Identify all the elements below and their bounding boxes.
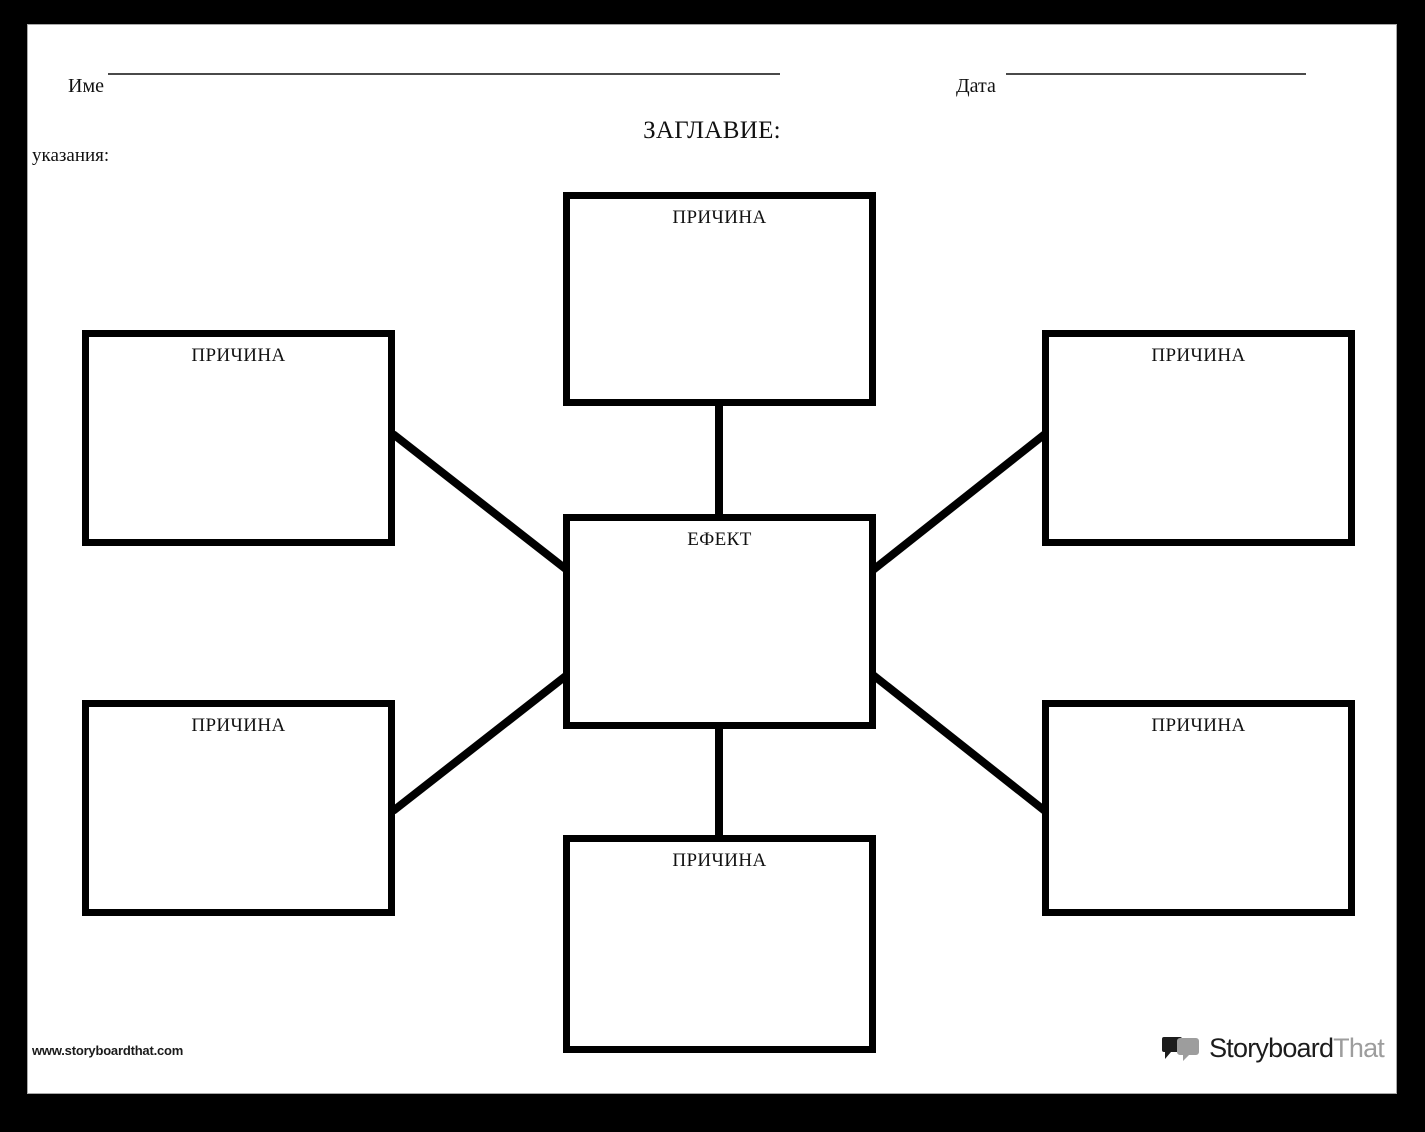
brand-name-first: Storyboard xyxy=(1209,1033,1334,1063)
cause-box-bottom-label: ПРИЧИНА xyxy=(672,850,767,871)
speech-bubbles-icon xyxy=(1162,1036,1200,1061)
name-field-label: Име xyxy=(68,75,104,97)
cause-box-left-bottom[interactable]: ПРИЧИНА xyxy=(82,700,395,916)
brand-wordmark: StoryboardThat xyxy=(1209,1033,1385,1064)
cause-box-right-top-label: ПРИЧИНА xyxy=(1151,345,1246,366)
cause-box-top-label: ПРИЧИНА xyxy=(672,207,767,228)
cause-effect-diagram: ПРИЧИНА ПРИЧИНА ПРИЧИНА ЕФЕКТ ПРИЧИНА ПР… xyxy=(28,25,1396,1093)
date-field-label: Дата xyxy=(956,75,996,97)
effect-box-label: ЕФЕКТ xyxy=(687,529,752,550)
effect-box-center[interactable]: ЕФЕКТ xyxy=(563,514,876,729)
cause-box-right-top[interactable]: ПРИЧИНА xyxy=(1042,330,1355,546)
date-write-in-line[interactable] xyxy=(1006,73,1306,75)
cause-box-left-top[interactable]: ПРИЧИНА xyxy=(82,330,395,546)
name-write-in-line[interactable] xyxy=(108,73,780,75)
connector-right-top xyxy=(870,430,1048,574)
brand-name-second: That xyxy=(1333,1033,1385,1063)
instructions-label: указания: xyxy=(32,145,110,166)
cause-box-right-bottom[interactable]: ПРИЧИНА xyxy=(1042,700,1355,916)
cause-box-left-bottom-label: ПРИЧИНА xyxy=(191,715,286,736)
cause-box-right-bottom-label: ПРИЧИНА xyxy=(1151,715,1246,736)
connector-lines xyxy=(390,403,1048,838)
cause-box-top[interactable]: ПРИЧИНА xyxy=(563,192,876,406)
storyboardthat-logo: StoryboardThat xyxy=(1162,1033,1385,1064)
worksheet-page: Име Дата ЗАГЛАВИЕ: указания: xyxy=(28,25,1396,1093)
page-title: ЗАГЛАВИЕ: xyxy=(643,117,781,144)
connector-left-bottom xyxy=(390,671,570,815)
cause-box-left-top-label: ПРИЧИНА xyxy=(191,345,286,366)
cause-box-bottom[interactable]: ПРИЧИНА xyxy=(563,835,876,1053)
connector-left-top xyxy=(390,430,570,574)
connector-right-bottom xyxy=(870,671,1048,815)
site-url-text: www.storyboardthat.com xyxy=(32,1043,184,1058)
